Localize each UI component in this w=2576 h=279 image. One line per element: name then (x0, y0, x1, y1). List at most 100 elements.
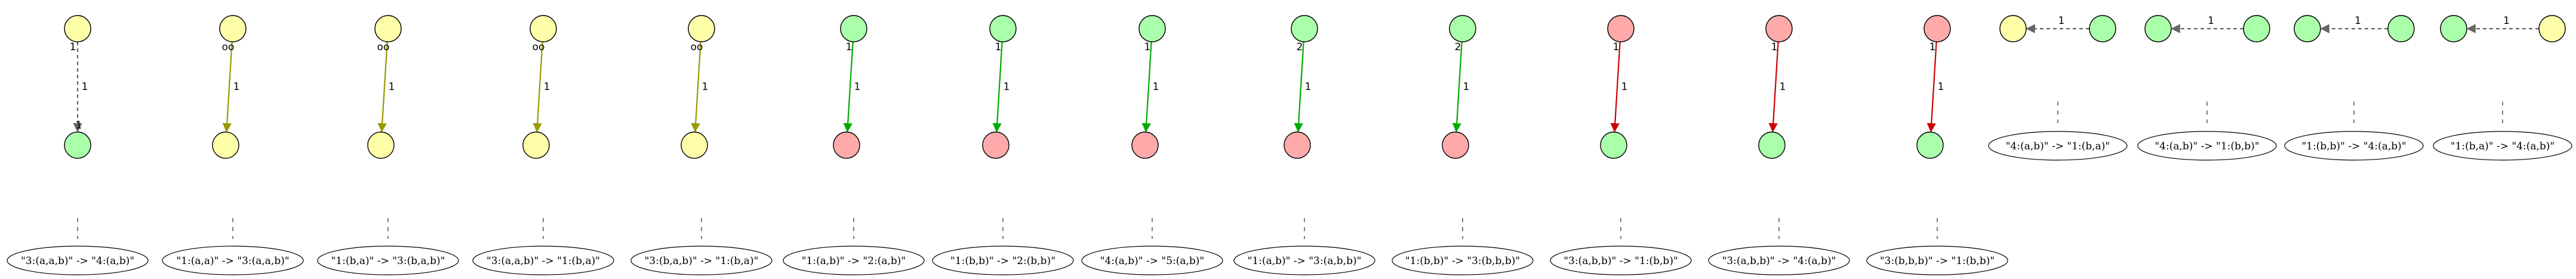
lhs-node (219, 15, 247, 42)
rhs-node (1284, 131, 1311, 159)
lhs-node (989, 15, 1017, 42)
rhs-node (1758, 131, 1786, 159)
caption-ellipse (1866, 246, 2008, 275)
rule-group: oo1"3:(b,a,b)" -> "1:(b,a)" (630, 15, 773, 275)
rhs-node (982, 131, 1010, 159)
tail-label: oo (222, 41, 235, 53)
lhs-node (688, 15, 715, 42)
rule-group: 1 1 "4:(a,b)" -> "5:(a,b)" (1081, 15, 1223, 275)
caption-ellipse (932, 246, 1074, 275)
rule-edge (992, 41, 1003, 133)
rule-caption: "4:(a,b)" -> "1:(b,a)" (2006, 140, 2110, 152)
rule-caption: "1:(b,b)" -> "2:(b,b)" (950, 255, 1055, 267)
rhs-node (64, 131, 91, 159)
rule-edge (1926, 41, 1937, 133)
rhs-node (2089, 15, 2116, 42)
caption-ellipse (1550, 246, 1692, 275)
rule-group: oo1"1:(b,a)" -> "3:(b,a,b)" (317, 15, 459, 275)
lhs-node (840, 15, 867, 42)
edge-label: 1 (1153, 81, 1159, 93)
rule-group: 21"1:(a,b)" -> "3:(a,b,b)" (1233, 15, 1375, 275)
lhs-node (1923, 15, 1951, 42)
lhs-node (64, 15, 91, 42)
rule-group: 11"1:(a,b)" -> "2:(a,b)" (783, 15, 925, 275)
lhs-node (1999, 15, 2027, 42)
edge-label: 1 (1938, 81, 1944, 93)
tail-label: 1 (1929, 41, 1936, 53)
rule-caption: "3:(a,a,b)" -> "1:(b,a)" (487, 255, 600, 267)
caption-ellipse (1392, 246, 1534, 275)
caption-ellipse (162, 246, 304, 275)
caption-ellipse (317, 246, 459, 275)
diagram-root: 1 1 1 "3:(a,a,b)" -> "4:(a,b)" oo 1 "1:(a,a)" … (7, 15, 2572, 275)
rule-caption: "3:(b,b,b)" -> "1:(b,b)" (1880, 255, 1995, 267)
rhs-node (212, 131, 239, 159)
lhs-node (374, 15, 402, 42)
edge-label: 1 (702, 81, 709, 93)
rule-caption: "3:(b,a,b)" -> "1:(b,a)" (645, 255, 759, 267)
lhs-node (1291, 15, 1318, 42)
edge-label: 1 (2503, 15, 2510, 27)
rhs-node (1442, 131, 1469, 159)
rhs-node (2243, 15, 2270, 42)
rule-caption: "1:(b,b)" -> "3:(b,b,b)" (1405, 255, 1520, 267)
rule-group: 11"3:(a,b,b)" -> "4:(a,b)" (1708, 15, 1850, 275)
edge-label: 1 (544, 81, 550, 93)
rhs-node (1916, 131, 1944, 159)
rule-edge (1452, 41, 1463, 133)
lhs-node (2440, 15, 2467, 42)
rule-caption: "1:(a,b)" -> "2:(a,b)" (802, 255, 906, 267)
edge-label: 1 (1305, 81, 1312, 93)
caption-ellipse (1233, 246, 1375, 275)
rule-caption: "4:(a,b)" -> "1:(b,b)" (2155, 140, 2259, 152)
lhs-node (2144, 15, 2172, 42)
lhs-node (1449, 15, 1476, 42)
rule-caption: "3:(a,b,b)" -> "1:(b,b)" (1564, 255, 1678, 267)
tail-label: 2 (1455, 41, 1461, 53)
rule-caption: "1:(b,a)" -> "3:(b,a,b)" (331, 255, 445, 267)
rule-caption: "1:(a,a)" -> "3:(a,a,b)" (176, 255, 289, 267)
edge-label: 1 (2208, 15, 2214, 27)
edge-label: 1 (233, 81, 240, 93)
rule-group: 11"3:(a,b,b)" -> "1:(b,b)" (1550, 15, 1692, 275)
lhs-node (1607, 15, 1635, 42)
rule-edge (843, 41, 854, 133)
rhs-node (833, 131, 860, 159)
tail-label: 1 (70, 41, 76, 53)
rule-group: 111"3:(a,a,b)" -> "4:(a,b)" (7, 15, 149, 275)
tail-label: 1 (1613, 41, 1620, 53)
caption-ellipse (2284, 131, 2424, 161)
tail-label: oo (377, 41, 390, 53)
caption-ellipse (1988, 131, 2128, 161)
caption-ellipse (7, 246, 149, 275)
tail-label: 1 (1144, 41, 1151, 53)
rule-edge (1768, 41, 1779, 133)
rule-caption: "3:(a,a,b)" -> "4:(a,b)" (21, 255, 134, 267)
rule-edge (222, 41, 233, 133)
tail-label: 2 (1297, 41, 1303, 53)
rule-group: 1 1 "3:(b,b,b)" -> "1:(b,b)" (1866, 15, 2008, 275)
caption-ellipse (472, 246, 614, 275)
rule-group: 1 "4:(a,b)" -> "1:(b,b)" (2137, 15, 2277, 161)
rule-edge (1294, 41, 1304, 133)
lhs-node (1138, 15, 1166, 42)
caption-ellipse (630, 246, 773, 275)
rhs-node (1131, 131, 1159, 159)
rule-caption: "4:(a,b)" -> "5:(a,b)" (1100, 255, 1205, 267)
lhs-node (530, 15, 557, 42)
caption-ellipse (1081, 246, 1223, 275)
rule-group: 11"1:(b,b)" -> "2:(b,b)" (932, 15, 1074, 275)
rule-edge (1141, 41, 1152, 133)
rule-edge (533, 41, 543, 133)
rule-edge (691, 41, 701, 133)
rule-group: oo 1 "1:(a,a)" -> "3:(a,a,b)" (162, 15, 304, 275)
caption-ellipse (783, 246, 925, 275)
tail-label: 1 (846, 41, 852, 53)
lhs-node (2294, 15, 2321, 42)
rule-caption: "3:(a,b,b)" -> "4:(a,b)" (1722, 255, 1836, 267)
rhs-node (2387, 15, 2415, 42)
edge-label: 1 (2355, 15, 2361, 27)
caption-ellipse (2433, 131, 2572, 161)
rule-group: 1"1:(b,b)" -> "4:(a,b)" (2284, 15, 2424, 161)
